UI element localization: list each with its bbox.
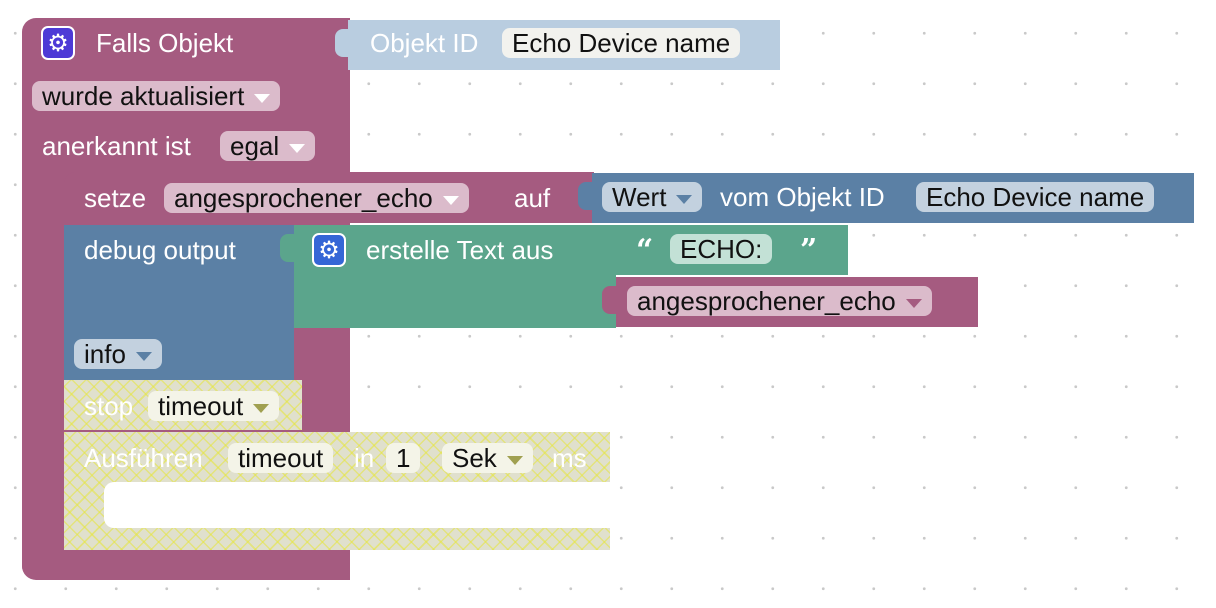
- get-value-connector: [578, 182, 594, 210]
- set-variable-dropdown[interactable]: angesprochener_echo: [164, 183, 469, 213]
- variable-get-value: angesprochener_echo: [637, 286, 896, 316]
- timeout-label: Ausführen: [84, 443, 203, 473]
- debug-label: debug output: [84, 235, 236, 265]
- debug-level-dropdown[interactable]: info: [74, 339, 162, 369]
- dropdown-arrow-icon: [135, 351, 152, 361]
- dropdown-arrow-icon: [905, 298, 922, 308]
- stop-timer-value: timeout: [158, 391, 244, 421]
- gear-icon[interactable]: ⚙: [41, 26, 75, 60]
- object-id-value[interactable]: Echo Device name: [502, 28, 741, 58]
- create-text-block[interactable]: [294, 225, 616, 328]
- set-to-label: auf: [514, 183, 551, 213]
- ack-dropdown[interactable]: egal: [220, 131, 316, 161]
- set-label: setze: [84, 183, 147, 213]
- variable-get-connector: [602, 286, 618, 314]
- set-variable-value: angesprochener_echo: [174, 183, 433, 213]
- dropdown-arrow-icon: [442, 195, 459, 205]
- trigger-title: Falls Objekt: [96, 28, 234, 58]
- set-object-id-value[interactable]: Echo Device name: [916, 182, 1155, 212]
- timeout-delay-value[interactable]: 1: [386, 443, 421, 473]
- dropdown-arrow-icon: [676, 194, 693, 204]
- dropdown-arrow-icon: [254, 93, 271, 103]
- ack-dropdown-value: egal: [230, 131, 280, 161]
- value-type-value: Wert: [612, 182, 667, 212]
- trigger-block-footer: [22, 554, 350, 578]
- timeout-ms-label: ms: [552, 443, 587, 473]
- quote-icon: ”: [800, 233, 818, 268]
- timeout-name-value[interactable]: timeout: [228, 443, 334, 473]
- create-text-label: erstelle Text aus: [366, 235, 554, 265]
- ack-label: anerkannt ist: [42, 131, 191, 161]
- timeout-in-label: in: [354, 443, 375, 473]
- stop-label: stop: [84, 391, 134, 421]
- object-id-connector: [335, 29, 351, 57]
- object-id-label: Objekt ID: [370, 28, 479, 58]
- timeout-unit-value: Sek: [452, 443, 497, 473]
- create-text-connector: [280, 234, 296, 262]
- dropdown-arrow-icon: [253, 403, 270, 413]
- stop-timer-dropdown[interactable]: timeout: [148, 391, 280, 421]
- event-dropdown[interactable]: wurde aktualisiert: [32, 81, 281, 111]
- timeout-unit-dropdown[interactable]: Sek: [442, 443, 533, 473]
- dropdown-arrow-icon: [289, 143, 306, 153]
- quote-icon: “: [636, 233, 654, 268]
- value-type-dropdown[interactable]: Wert: [602, 182, 703, 212]
- variable-get-dropdown[interactable]: angesprochener_echo: [627, 286, 932, 316]
- debug-level-value: info: [84, 339, 126, 369]
- string-value[interactable]: ECHO:: [670, 234, 773, 264]
- event-dropdown-value: wurde aktualisiert: [42, 81, 245, 111]
- timeout-statement-slot: [104, 482, 610, 528]
- dropdown-arrow-icon: [506, 455, 523, 465]
- gear-icon[interactable]: ⚙: [312, 233, 346, 267]
- from-object-label: vom Objekt ID: [720, 182, 885, 212]
